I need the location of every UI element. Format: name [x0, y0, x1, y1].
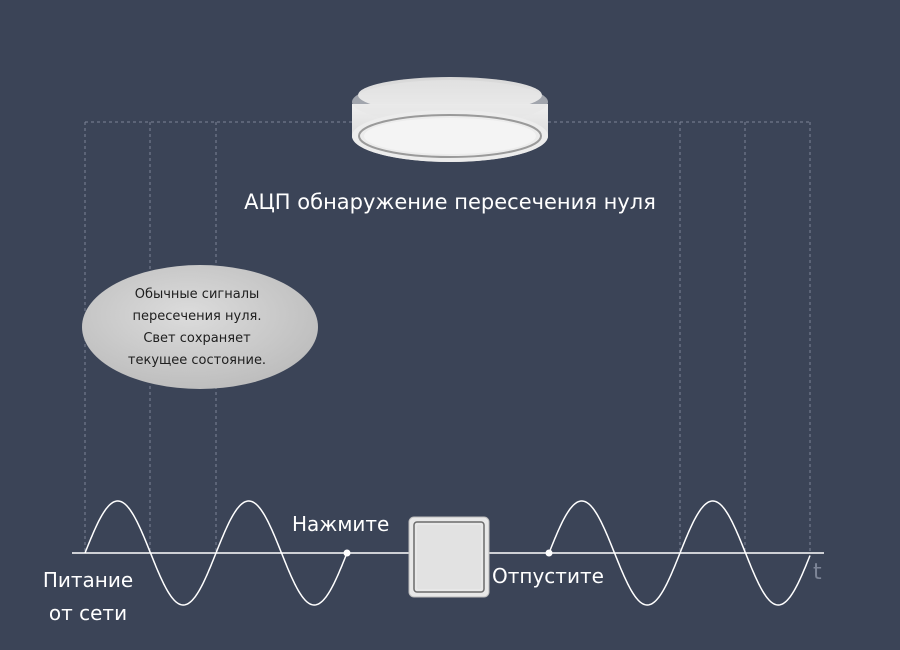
bubble-line-4: текущее состояние.	[127, 353, 267, 368]
wave-left	[84, 500, 348, 606]
bubble-line-2: пересечения нуля.	[132, 309, 262, 324]
sine-waves	[84, 500, 811, 606]
bubble-text: Обычные сигналы пересечения нуля. Свет с…	[92, 284, 302, 372]
ceiling-lamp-icon	[352, 77, 548, 162]
info-bubble	[82, 265, 318, 389]
bubble-line-3: Свет сохраняет	[143, 331, 251, 346]
bubble-line-1: Обычные сигналы	[134, 287, 260, 302]
diagram-title: АЦП обнаружение пересечения нуля	[244, 190, 656, 214]
power-label-line-1: Питание	[42, 568, 134, 592]
power-label: Питание от сети	[30, 564, 146, 630]
push-button-icon	[408, 516, 490, 598]
press-point	[343, 549, 351, 557]
time-axis-label: t	[813, 560, 822, 585]
power-label-line-2: от сети	[48, 601, 128, 625]
wave-right	[548, 500, 811, 606]
release-label: Отпустите	[492, 564, 604, 588]
release-point	[545, 549, 553, 557]
press-label: Нажмите	[292, 512, 390, 536]
dashed-guide-lines	[84, 121, 811, 553]
